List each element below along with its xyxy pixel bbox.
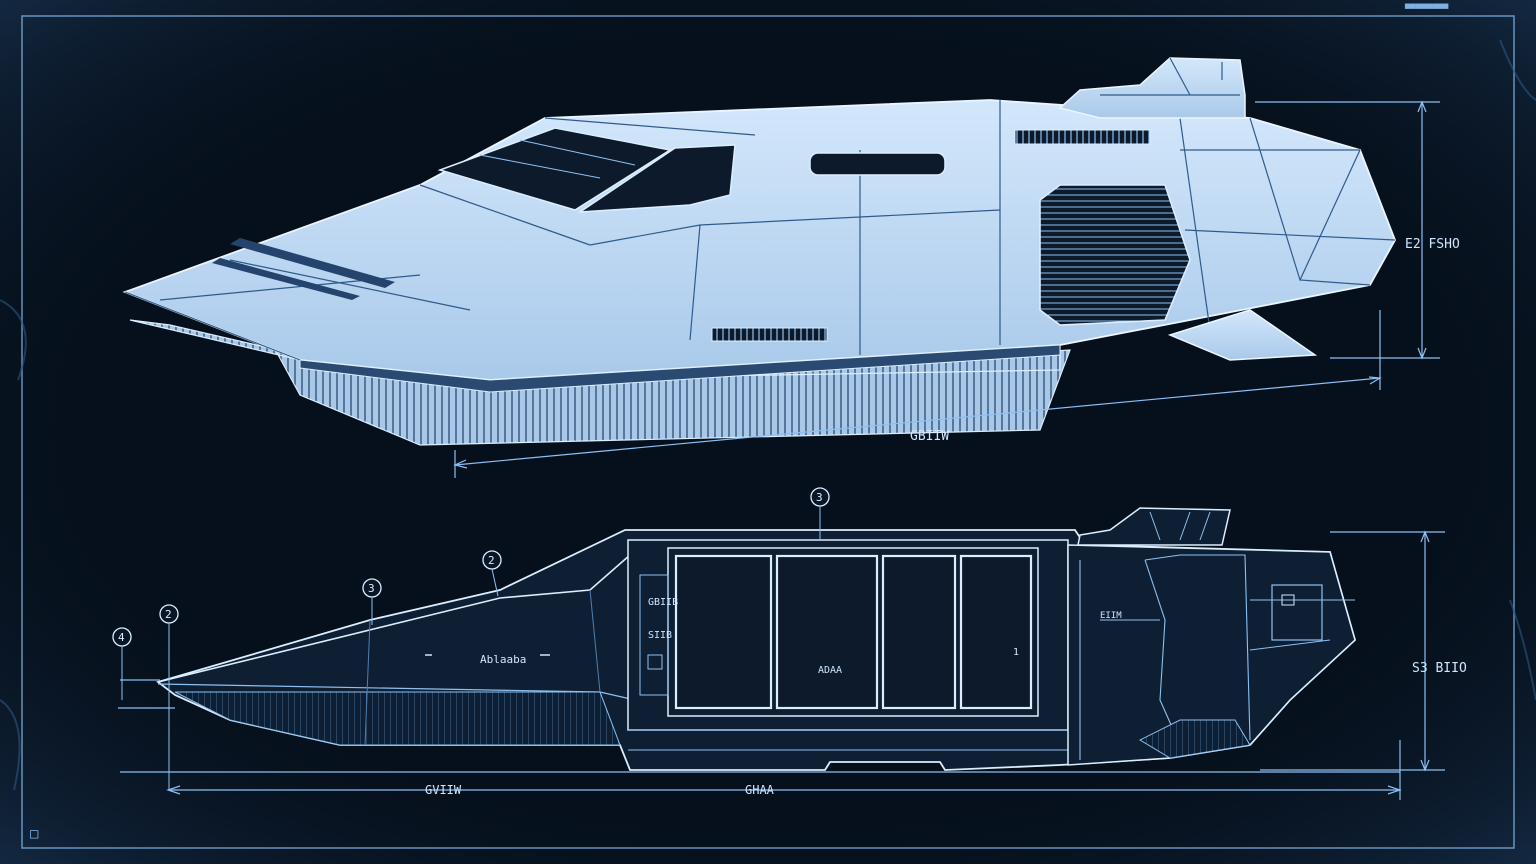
nose-panel-lines [124, 100, 1396, 361]
rear-label: EIIM [1100, 611, 1122, 621]
rear-access-panel [1271, 584, 1323, 641]
corner-mark-top-right: ▀▀▀▀▀▀▀▀ [1404, 3, 1449, 15]
rear-fin-lines [1100, 57, 1240, 96]
top-length-dimension [453, 310, 1382, 478]
cabin-window-2 [775, 554, 879, 710]
panel-switch [647, 654, 663, 670]
callout-2-nose: 2 [159, 604, 179, 790]
bay-label: ADAA [818, 665, 842, 676]
keel-line [628, 729, 1068, 751]
rear-indicator [1281, 594, 1295, 606]
hull-side-label: Ablaaba [480, 653, 526, 666]
top-length-label: GBIIW [910, 429, 949, 444]
nose-underside [174, 691, 621, 746]
callout-4-text: 4 [118, 631, 125, 644]
roof-slot [809, 152, 946, 176]
undercarriage [1138, 719, 1251, 759]
panel-label-b: SIIB [648, 630, 672, 641]
top-height-label: E2 FSHO [1405, 237, 1460, 252]
control-strip [639, 574, 669, 696]
cabin-window-4 [959, 554, 1033, 710]
side-rear-fin [1077, 507, 1231, 546]
rear-panel-lines [1079, 554, 1355, 760]
hull-band [299, 344, 1061, 393]
lower-vent [711, 327, 828, 342]
panel-divider [364, 589, 601, 746]
callout-2-canopy-text: 2 [488, 554, 495, 567]
cabin-window-3 [881, 554, 957, 710]
side-length-dimension [118, 679, 1402, 800]
side-rear-fin-lines [1149, 511, 1211, 541]
roof-vent [1014, 129, 1151, 145]
outer-frame [21, 15, 1515, 849]
side-grille [1039, 184, 1191, 326]
nose-top-line [157, 554, 631, 683]
corner-mark-bottom-left: □ [30, 826, 39, 842]
lower-fin [1167, 309, 1318, 361]
side-length-total-label: GHAA [745, 783, 775, 797]
perspective-view: E2 FSHO GBIIW [122, 57, 1460, 478]
callout-4: 4 [112, 627, 132, 700]
windscreen-frame [479, 139, 636, 179]
nose-stripe [230, 238, 395, 288]
bay-number: 1 [1013, 647, 1019, 658]
paper-crease [0, 39, 1536, 791]
callout-2-nose-text: 2 [165, 608, 172, 621]
side-window [577, 144, 736, 213]
callout-3-top-text: 3 [816, 491, 823, 504]
side-height-dimension [1260, 530, 1445, 772]
rear-fin [1058, 57, 1246, 119]
nose-stripe [212, 258, 360, 300]
callout-2-canopy: 2 [482, 550, 502, 597]
side-length-front-label: GVIIW [425, 783, 462, 797]
callout-3-front: 3 [362, 578, 382, 625]
cabin-window-1 [674, 554, 773, 710]
top-height-dimension [1255, 100, 1440, 360]
callout-3-top: 3 [810, 487, 830, 540]
side-height-label: S3 BIIO [1412, 661, 1467, 676]
panel-label-a: GBIIB [648, 597, 678, 608]
callout-3-front-text: 3 [368, 582, 375, 595]
side-view: Ablaaba ADAA 1 GBIIB SIIB EIIM 4 [112, 487, 1467, 800]
